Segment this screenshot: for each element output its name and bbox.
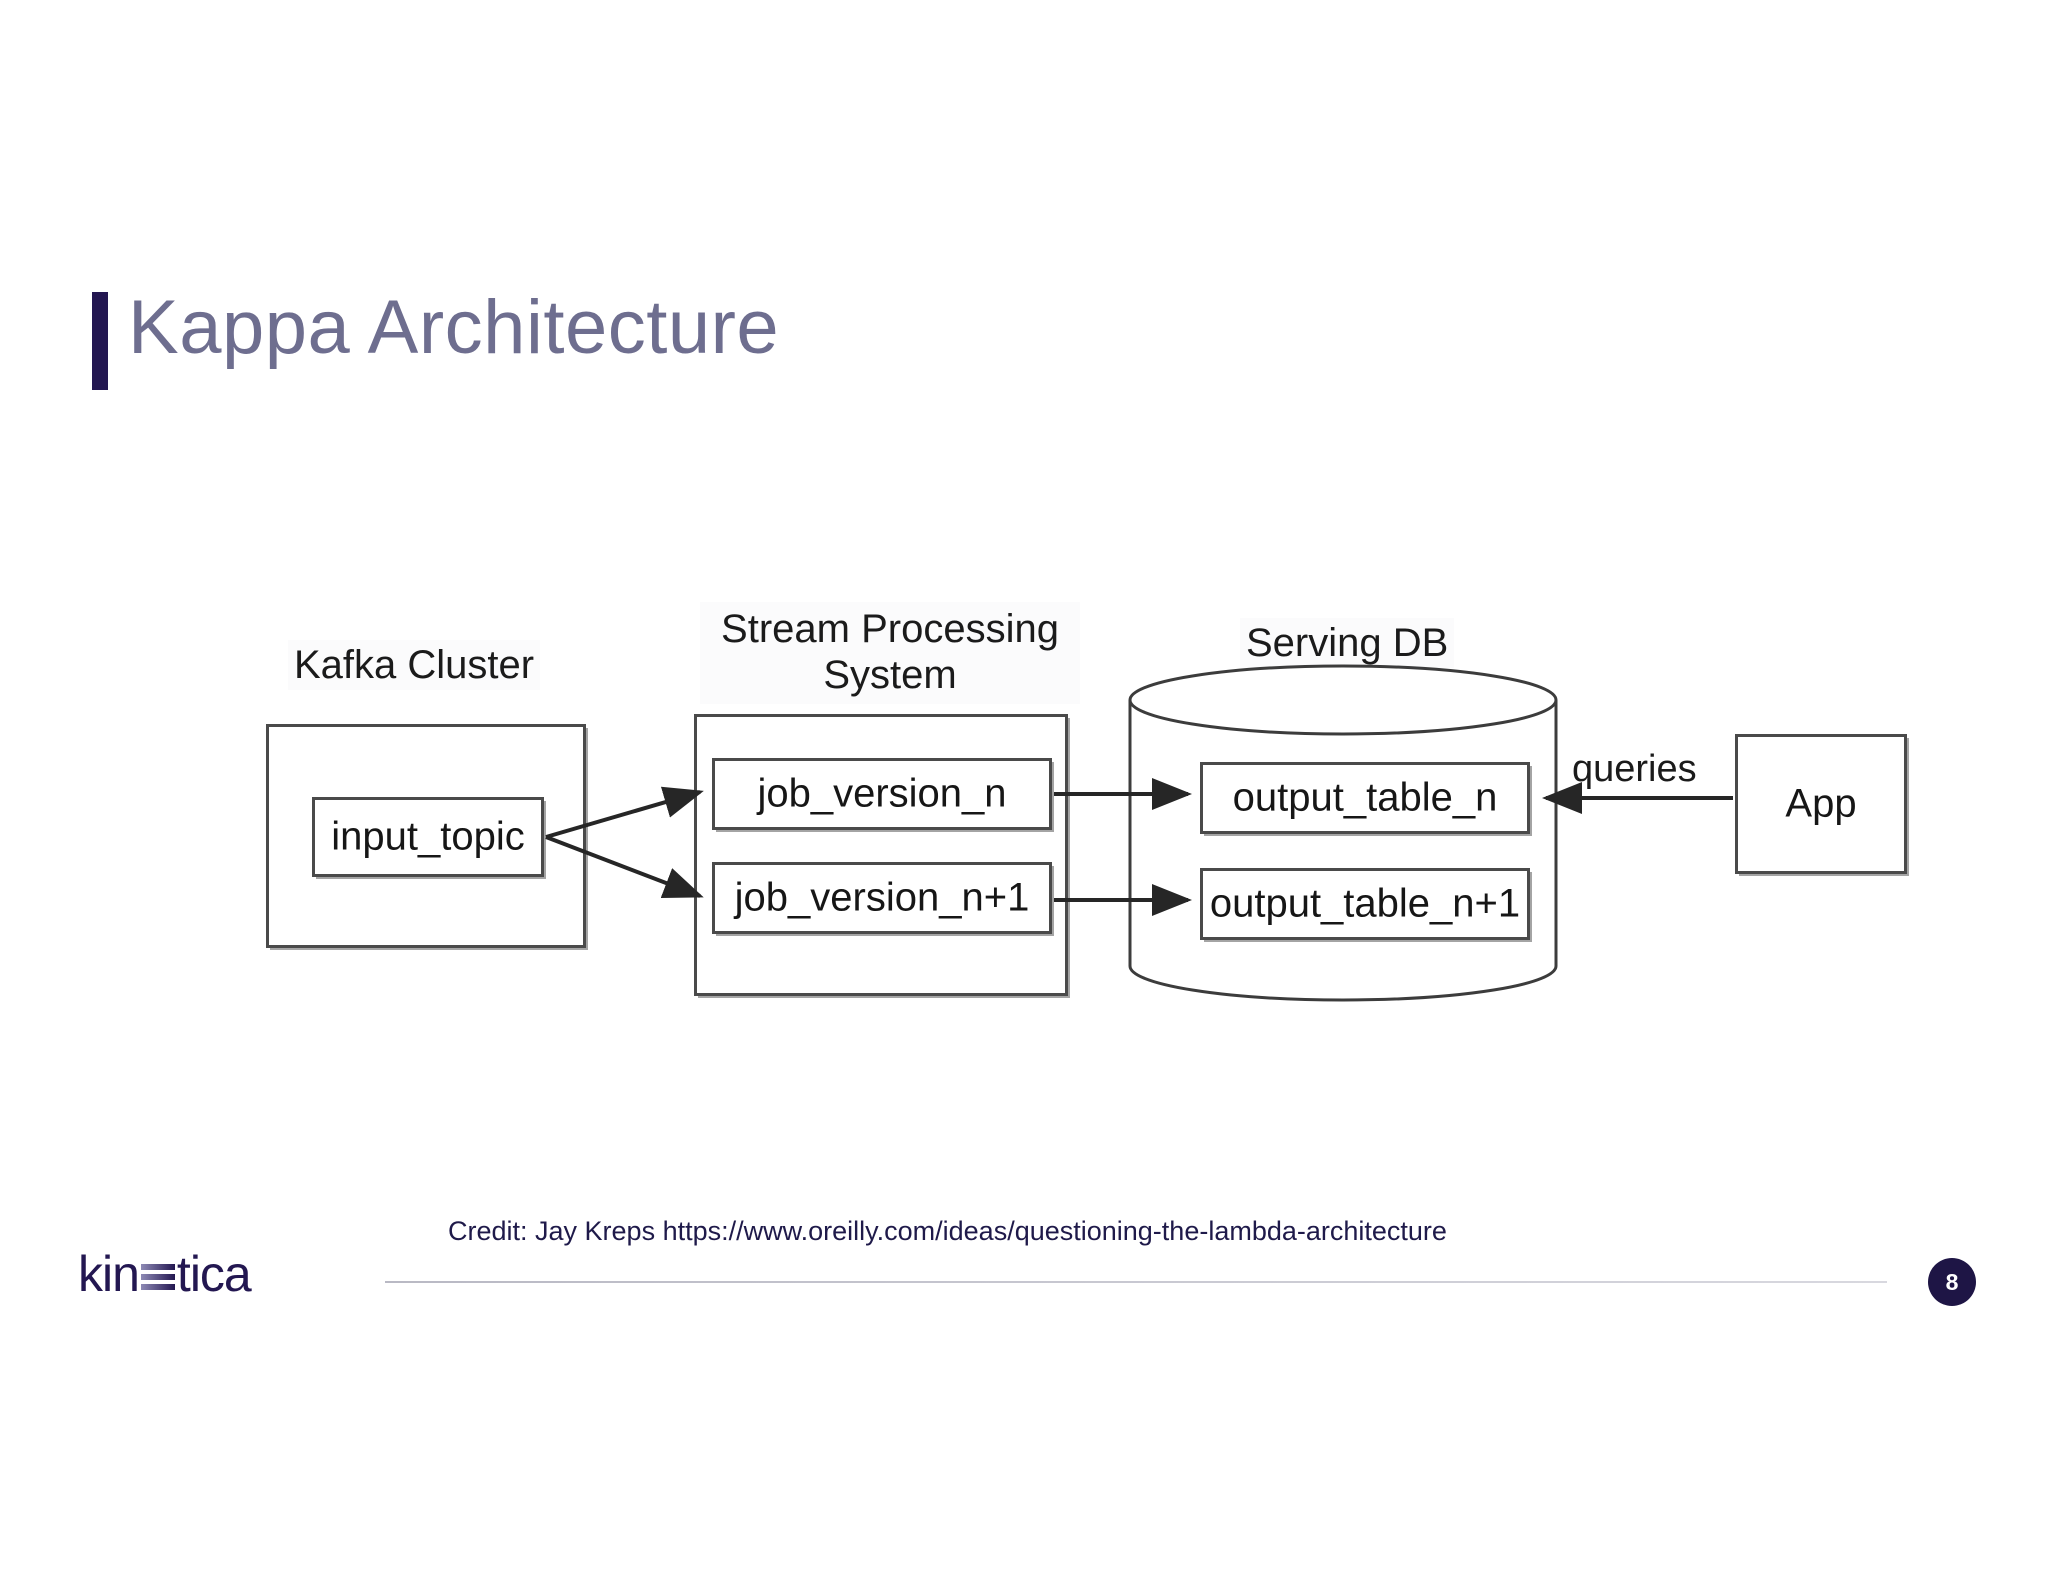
logo-prefix-text: kin — [78, 1246, 140, 1302]
node-input-topic-label: input_topic — [331, 814, 525, 859]
page-title: Kappa Architecture — [128, 285, 780, 370]
node-job-version-n-label: job_version_n — [757, 771, 1007, 816]
page-number-badge: 8 — [1928, 1258, 1976, 1306]
node-app-label: App — [1785, 781, 1857, 826]
footer-divider — [385, 1281, 1887, 1283]
node-input-topic[interactable]: input_topic — [312, 797, 544, 877]
node-output-table-n-label: output_table_n — [1232, 775, 1498, 820]
node-job-version-n-plus-1[interactable]: job_version_n+1 — [712, 862, 1052, 934]
credit-line: Credit: Jay Kreps https://www.oreilly.co… — [448, 1216, 1447, 1246]
label-serving-db: Serving DB — [1240, 618, 1455, 668]
logo-suffix-text: tica — [176, 1246, 252, 1302]
label-kafka-cluster: Kafka Cluster — [288, 640, 541, 690]
node-job-version-n[interactable]: job_version_n — [712, 758, 1052, 830]
stream-processing-system-container — [694, 714, 1068, 996]
logo-e-bars-icon — [140, 1259, 175, 1295]
serving-db-cylinder — [1128, 664, 1558, 1002]
title-accent-bar — [92, 292, 108, 390]
node-output-table-n-plus-1[interactable]: output_table_n+1 — [1200, 868, 1530, 940]
label-stream-processing-system: Stream Processing System — [700, 602, 1080, 704]
node-output-table-n-plus-1-label: output_table_n+1 — [1209, 881, 1521, 926]
node-output-table-n[interactable]: output_table_n — [1200, 762, 1530, 834]
node-job-version-n-plus-1-label: job_version_n+1 — [734, 875, 1030, 920]
kinetica-logo: kin tica — [78, 1246, 252, 1302]
node-app[interactable]: App — [1735, 734, 1907, 874]
edge-label-queries: queries — [1572, 748, 1697, 790]
